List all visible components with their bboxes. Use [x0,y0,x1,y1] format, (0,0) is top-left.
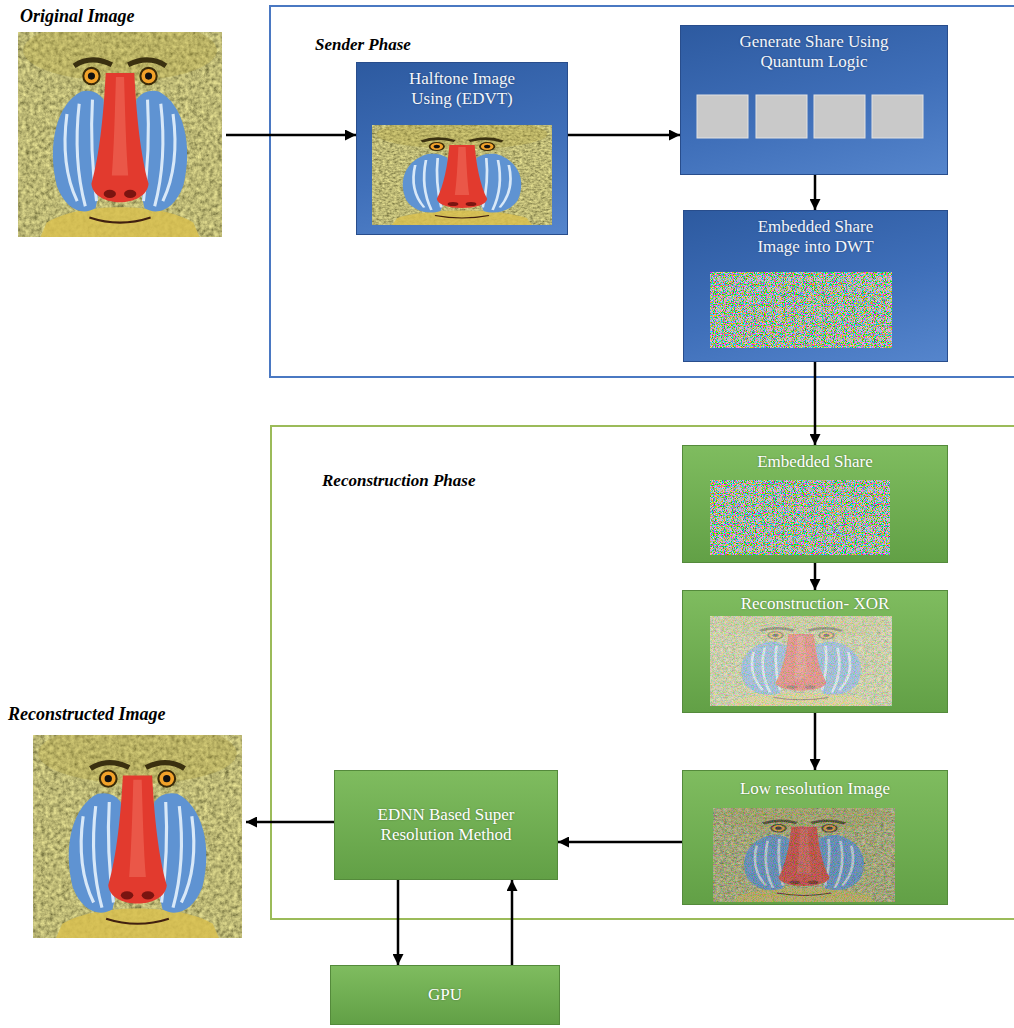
flow-arrow [558,841,682,844]
process-box: Low resolution Image [682,770,948,905]
halftone-image [372,119,552,225]
process-box: Embedded Share [682,445,948,563]
flow-arrow [568,134,680,137]
box-label: Halftone Image Using (EDVT) [392,69,532,108]
reconstructed-image [33,723,242,938]
flow-arrow [397,880,400,965]
phase-panel: Sender PhaseHalftone Image Using (EDVT) G… [269,5,1014,378]
image-figure: Reconstructed Image [6,702,246,942]
share-noise [710,272,892,348]
phase-title: Reconstruction Phase [322,471,476,491]
box-label: GPU [360,985,530,1005]
process-box: Reconstruction- XOR [682,590,948,713]
original-image [18,20,222,237]
low-resolution-image [713,802,895,902]
image-caption: Reconstructed Image [8,704,166,725]
process-box: GPU [330,965,560,1025]
phase-panel: Reconstruction Phase Embedded ShareRecons… [270,425,1014,920]
flow-arrow [814,563,817,590]
flow-arrow [246,821,334,824]
box-label: Low resolution Image [715,779,915,799]
flow-arrow [814,713,817,770]
process-box: EDNN Based Super Resolution Method [334,770,558,880]
box-label: Reconstruction- XOR [715,594,915,614]
box-label: Embedded Share Image into DWT [741,217,891,256]
image-figure: Original Image [14,4,226,240]
share-squares [697,95,923,138]
share-noise [710,480,890,555]
box-label: Generate Share Using Quantum Logic [719,32,909,71]
xor-image [710,611,892,706]
box-label: Embedded Share [715,452,915,472]
phase-title: Sender Phase [315,35,411,55]
process-box: Embedded Share Image into DWT [683,210,948,362]
image-caption: Original Image [20,6,135,27]
flow-arrow [511,880,514,965]
flow-arrow [814,362,817,445]
process-box: Halftone Image Using (EDVT) [356,62,568,235]
flow-arrow [814,175,817,210]
flow-arrow [226,134,356,137]
box-label: EDNN Based Super Resolution Method [361,805,531,844]
process-box: Generate Share Using Quantum Logic [680,25,948,175]
